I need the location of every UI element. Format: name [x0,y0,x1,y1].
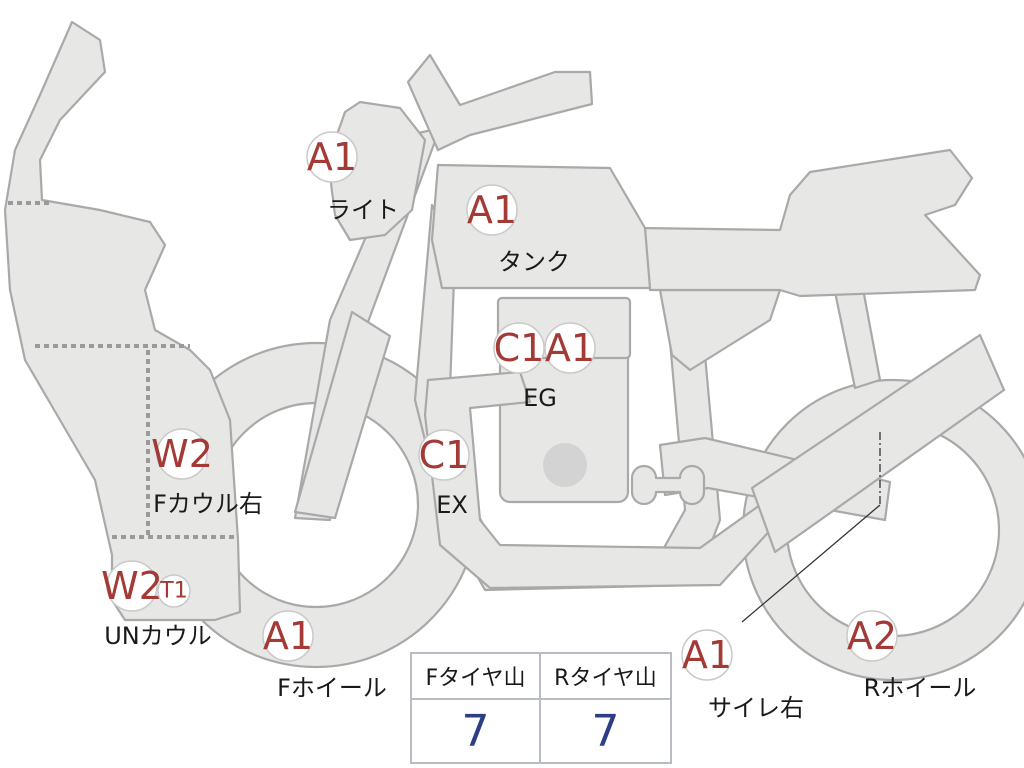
badge-under-cowl-t[interactable]: T1 [158,575,190,607]
rear-tread-header: Rタイヤ山 [541,654,670,700]
badge-tank-label: タンク [498,248,570,276]
badge-front-cowl-right-label: Fカウル右 [153,490,263,518]
badge-tank-grade: A1 [467,188,517,232]
seat [640,150,980,296]
badge-silencer-right-label: サイレ右 [708,694,804,722]
front-tread-header: Fタイヤ山 [412,654,541,700]
tire-tread-table: Fタイヤ山 Rタイヤ山 7 7 [410,652,672,764]
badge-light-label: ライト [327,196,399,224]
side-cover [660,290,780,370]
badge-under-cowl-grade: W2 [101,564,163,608]
front-cowl [5,22,240,620]
badge-rear-wheel-grade: A2 [847,614,897,658]
front-tread-value: 7 [412,700,541,762]
badge-under-cowl-label: UNカウル [104,622,212,650]
badge-engine-a-grade: A1 [545,326,595,370]
badge-exhaust-grade: C1 [419,433,470,477]
badge-rear-wheel-label: Rホイール [864,674,977,702]
badge-engine-c[interactable]: C1 [494,323,545,373]
badge-engine-c-grade: C1 [494,326,545,370]
rear-tread-value: 7 [541,700,670,762]
badge-silencer-right-grade: A1 [682,633,732,677]
handlebar [408,55,592,150]
badge-silencer-right[interactable]: A1 サイレ右 [682,630,804,722]
badge-front-wheel-grade: A1 [263,614,313,658]
badge-engine-label: EG [523,384,557,412]
badge-exhaust-label: EX [436,491,468,519]
badge-front-cowl-right-grade: W2 [151,432,213,476]
badge-under-cowl-t-grade: T1 [159,579,187,604]
engine-cover-icon [543,443,587,487]
badge-light-grade: A1 [307,135,357,179]
badge-front-wheel-label: Fホイール [277,674,387,702]
